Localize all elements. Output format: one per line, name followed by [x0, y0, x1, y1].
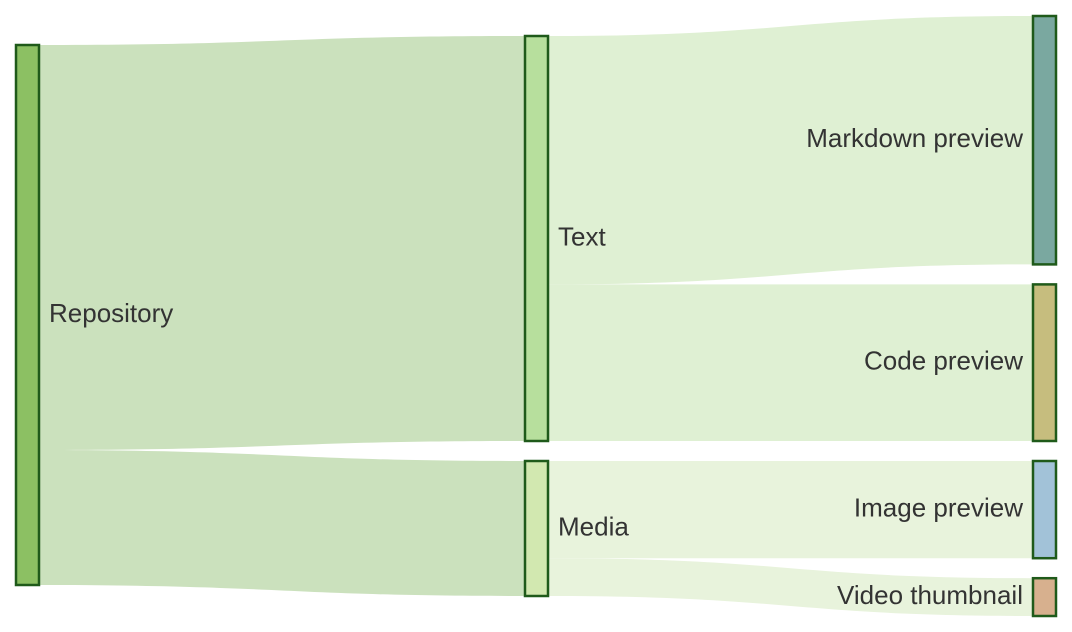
- node-text[interactable]: [523, 34, 550, 443]
- node-image[interactable]: [1031, 459, 1058, 560]
- node-media[interactable]: [523, 459, 550, 598]
- sankey-nodes: [14, 14, 1058, 618]
- link-text-to-markdown[interactable]: [548, 16, 1033, 285]
- link-media-to-image[interactable]: [548, 461, 1033, 559]
- node-label-markdown: Markdown preview: [806, 123, 1023, 153]
- link-text-to-code[interactable]: [548, 284, 1033, 441]
- node-label-video: Video thumbnail: [837, 580, 1023, 610]
- link-repository-to-text[interactable]: [39, 36, 525, 450]
- link-media-to-video[interactable]: [548, 558, 1033, 616]
- node-label-image: Image preview: [854, 492, 1023, 522]
- node-repository[interactable]: [14, 43, 41, 587]
- node-code[interactable]: [1031, 283, 1058, 443]
- node-markdown[interactable]: [1031, 14, 1058, 266]
- sankey-links: [39, 16, 1033, 616]
- node-label-media: Media: [558, 511, 629, 541]
- link-repository-to-media[interactable]: [39, 450, 525, 596]
- node-label-repository: Repository: [49, 298, 173, 328]
- node-video[interactable]: [1031, 576, 1058, 618]
- node-label-code: Code preview: [864, 346, 1023, 376]
- node-label-text: Text: [558, 221, 606, 251]
